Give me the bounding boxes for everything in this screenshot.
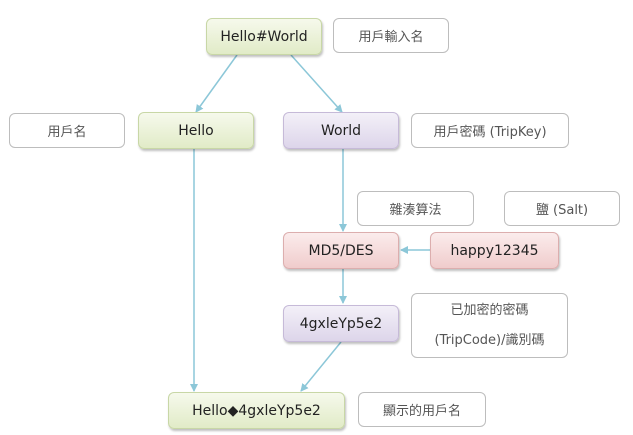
arrow-input-to-hello: [195, 54, 238, 113]
node-hello: Hello: [138, 112, 254, 149]
label-encrypted-password: 已加密的密碼 (TripCode)/識別碼: [411, 293, 568, 358]
node-hello-world: Hello#World: [206, 18, 322, 55]
label-user-input-name: 用戶輸入名: [333, 18, 449, 53]
label-encrypted-password-line2: (TripCode)/識別碼: [434, 332, 545, 348]
node-md5-des: MD5/DES: [283, 232, 399, 269]
label-encrypted-password-line1: 已加密的密碼: [450, 302, 529, 318]
node-tripcode: 4gxleYp5e2: [283, 305, 399, 342]
label-display-username: 顯示的用戶名: [358, 392, 486, 427]
node-salt-value: happy12345: [430, 232, 559, 269]
arrow-input-to-world: [290, 54, 343, 113]
arrow-tripcode-to-result: [300, 341, 342, 392]
node-result: Hello◆4gxleYp5e2: [168, 392, 345, 429]
node-world: World: [283, 112, 399, 149]
label-user-password: 用戶密碼 (TripKey): [411, 113, 569, 148]
label-hash-algorithm: 雜湊算法: [357, 191, 474, 226]
label-username: 用戶名: [9, 113, 125, 148]
label-salt: 鹽 (Salt): [504, 191, 620, 226]
